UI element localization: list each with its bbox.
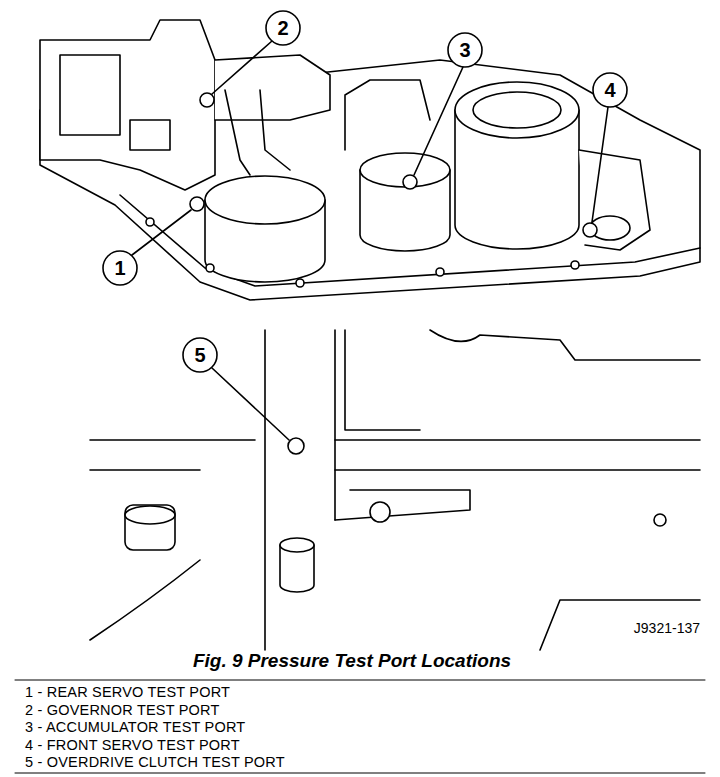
leader-line [132, 210, 191, 255]
separator-line [15, 680, 705, 681]
bracket-arm [215, 55, 330, 120]
bracket [40, 20, 215, 190]
case-ledge [335, 490, 470, 520]
leader-line [592, 107, 608, 222]
figure-caption: Fig. 9 Pressure Test Port Locations [193, 650, 511, 672]
callout-circle [266, 11, 300, 45]
case-contour [90, 440, 255, 640]
legend-line: 4 - FRONT SERVO TEST PORT [25, 737, 240, 753]
bolt [571, 261, 579, 269]
bolt [296, 279, 304, 287]
casting-rib [345, 80, 430, 150]
case-rib [335, 330, 700, 470]
bolt [206, 264, 214, 272]
case-edge [265, 330, 335, 650]
separator-line [15, 773, 705, 774]
front-servo-boss [579, 150, 650, 250]
fitting-top [280, 538, 314, 552]
legend-line: 1 - REAR SERVO TEST PORT [25, 684, 230, 700]
port-plug [583, 223, 597, 237]
callout-number: 5 [194, 344, 205, 367]
case-contour [430, 330, 700, 360]
connector [125, 505, 175, 550]
legend-line: 5 - OVERDRIVE CLUTCH TEST PORT [25, 754, 285, 770]
callout-circle [183, 338, 217, 372]
leader-line [212, 368, 289, 440]
bolt [370, 502, 390, 522]
port-plug [200, 93, 214, 107]
figure-code: J9321-137 [634, 620, 700, 636]
port-plug [288, 438, 304, 454]
bolt [436, 268, 444, 276]
bracket-boss [130, 120, 170, 150]
bolt [654, 514, 666, 526]
callout-number: 3 [459, 39, 470, 62]
callout-circle [593, 73, 627, 107]
callout-number: 2 [277, 17, 288, 40]
callout-circle [448, 33, 482, 67]
case-contour [540, 600, 700, 650]
port-plug [403, 175, 417, 189]
leader-line [414, 67, 463, 175]
bracket-plate [60, 55, 120, 135]
legend-line: 3 - ACCUMULATOR TEST PORT [25, 719, 245, 735]
callout-number: 1 [114, 257, 125, 280]
legend-line: 2 - GOVERNOR TEST PORT [25, 702, 220, 718]
connector-top [125, 506, 175, 524]
callout-circle [103, 251, 137, 285]
front-servo-top [455, 82, 579, 138]
leader-line [212, 41, 272, 94]
servo-top [205, 176, 325, 224]
bolt [146, 218, 154, 226]
port-plug [190, 197, 204, 211]
callout-number: 4 [604, 79, 615, 102]
tube [225, 90, 290, 175]
front-servo-cap [473, 92, 561, 128]
